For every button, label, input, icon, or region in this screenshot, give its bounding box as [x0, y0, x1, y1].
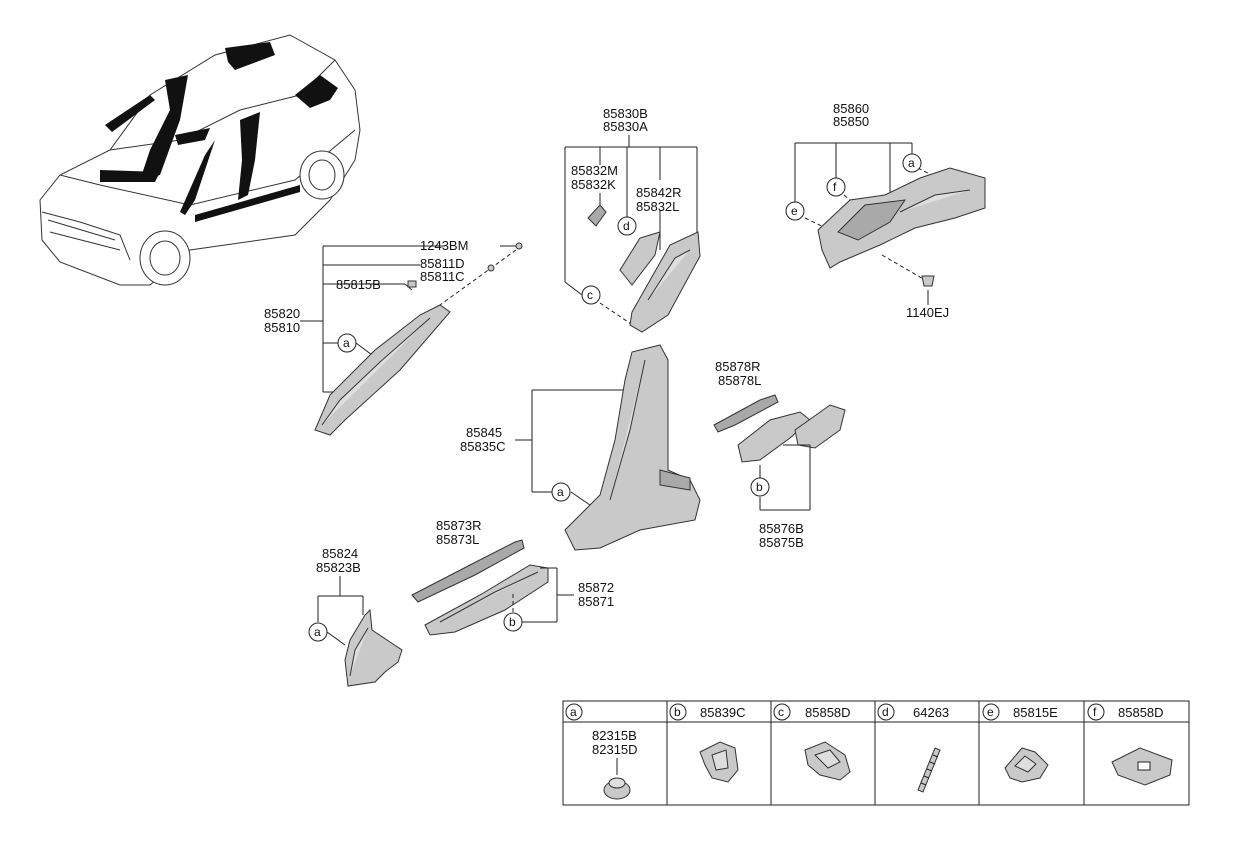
- label-1243BM: 1243BM: [420, 238, 468, 253]
- label-85832M: 85832M: [571, 163, 618, 178]
- callout-c: [581, 285, 601, 305]
- label-85815B: 85815B: [336, 277, 381, 292]
- callout-c-text: c: [587, 288, 593, 302]
- label-85830A: 85830A: [603, 119, 648, 134]
- callout-a-1-text: a: [343, 336, 350, 350]
- callout-a-4-text: a: [314, 625, 321, 639]
- rear-scuff-group: 85878R 85878L 85876B 85875B b: [713, 359, 846, 550]
- callout-f: [826, 177, 846, 197]
- legend-letter-b: b: [674, 705, 681, 719]
- label-85873L: 85873L: [436, 532, 479, 547]
- legend-callout-d: [877, 703, 895, 721]
- callout-f-text: f: [833, 180, 837, 194]
- legend-letter-c: c: [778, 705, 784, 719]
- callout-b-2: [503, 612, 523, 632]
- cowl-side-group: 85824 85823B a: [308, 546, 403, 687]
- legend-part-f: 85858D: [1118, 705, 1164, 720]
- callout-a-1: [337, 333, 357, 353]
- callout-a-3: [551, 482, 571, 502]
- label-85835C: 85835C: [460, 439, 506, 454]
- b-pillar-upper-group: 85830B 85830A 85832M 85832K 85842R 85832…: [564, 106, 701, 333]
- fastener-legend-table: a 82315B 82315D b 85839C c 85858D d 6426…: [562, 700, 1190, 806]
- callout-e-text: e: [791, 204, 798, 218]
- legend-part-c: 85858D: [805, 705, 851, 720]
- label-85878R: 85878R: [715, 359, 761, 374]
- legend-letter-e: e: [987, 705, 994, 719]
- label-85811C: 85811C: [420, 269, 465, 284]
- callout-d-text: d: [623, 219, 630, 233]
- c-pillar-group: 85860 85850 1140EJ a f e: [785, 101, 986, 320]
- legend-part-82315D: 82315D: [592, 742, 638, 757]
- label-85823B: 85823B: [316, 560, 361, 575]
- callout-a-3-text: a: [557, 485, 564, 499]
- callout-b-1-text: b: [756, 480, 763, 494]
- legend-callout-c: [773, 703, 791, 721]
- label-85830B: 85830B: [603, 106, 648, 121]
- b-pillar-lower-group: 85845 85835C a: [460, 344, 701, 551]
- label-85871: 85871: [578, 594, 614, 609]
- legend-callout-a: [565, 703, 583, 721]
- callout-a-4: [308, 622, 328, 642]
- legend-part-b: 85839C: [700, 705, 746, 720]
- label-85832L: 85832L: [636, 199, 679, 214]
- label-85850: 85850: [833, 114, 869, 129]
- callout-a-2-text: a: [908, 156, 915, 170]
- legend-callout-b: [669, 703, 687, 721]
- callout-e: [785, 201, 805, 221]
- label-85842R: 85842R: [636, 185, 682, 200]
- vehicle-illustration: [39, 34, 361, 286]
- callout-b-2-text: b: [509, 615, 516, 629]
- legend-letter-a: a: [570, 705, 577, 719]
- callout-a-2: [902, 153, 922, 173]
- legend-part-e: 85815E: [1013, 705, 1058, 720]
- front-scuff-group: 85873R 85873L 85872 85871 b: [411, 518, 614, 636]
- label-85820: 85820: [264, 306, 300, 321]
- label-85824: 85824: [322, 546, 358, 561]
- label-85845: 85845: [466, 425, 502, 440]
- label-85860: 85860: [833, 101, 869, 116]
- label-85873R: 85873R: [436, 518, 482, 533]
- label-85811D: 85811D: [420, 256, 465, 271]
- callout-d: [617, 216, 637, 236]
- legend-callout-f: [1087, 703, 1105, 721]
- label-85832K: 85832K: [571, 177, 616, 192]
- a-pillar-group: 1243BM 85811D 85811C 85815B 85820 85810 …: [264, 238, 523, 436]
- legend-letter-f: f: [1093, 705, 1097, 719]
- label-85872: 85872: [578, 580, 614, 595]
- callout-b-1: [750, 477, 770, 497]
- legend-callout-e: [982, 703, 1000, 721]
- legend-part-d: 64263: [913, 705, 949, 720]
- label-85878L: 85878L: [718, 373, 761, 388]
- legend-part-82315B: 82315B: [592, 728, 637, 743]
- label-85876B: 85876B: [759, 521, 804, 536]
- label-85875B: 85875B: [759, 535, 804, 550]
- label-85810: 85810: [264, 320, 300, 335]
- legend-letter-d: d: [882, 705, 889, 719]
- label-1140EJ: 1140EJ: [906, 305, 949, 320]
